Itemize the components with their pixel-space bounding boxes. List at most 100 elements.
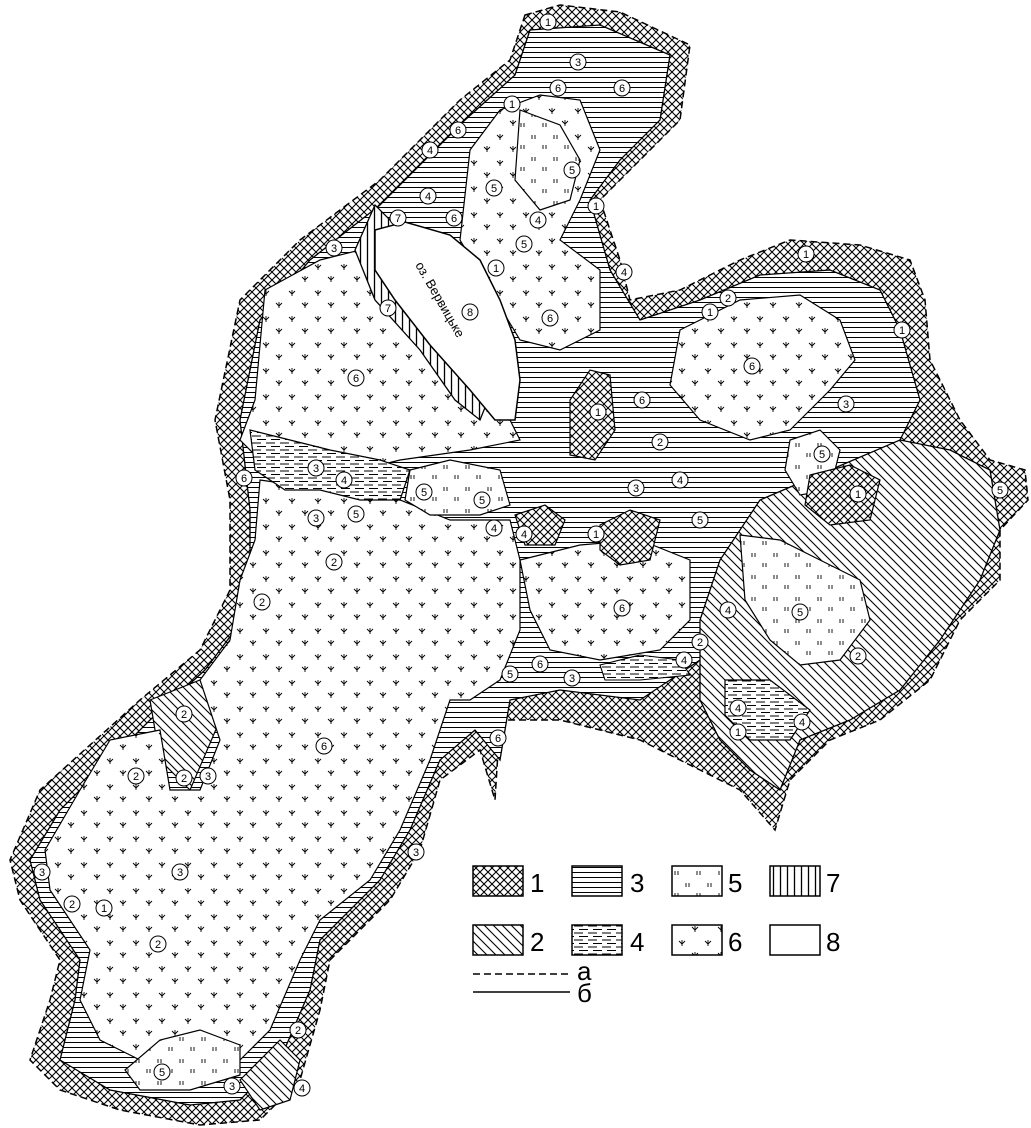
zone-badge-number: 6 [619, 603, 625, 615]
zone-badge-number: 6 [455, 125, 461, 137]
zone-badge: 3 [33, 863, 51, 881]
zone-badge: 5 [415, 483, 433, 501]
zone-badge: 2 [63, 895, 81, 913]
zone-4-strip [599, 654, 691, 681]
zone-5-east [739, 534, 871, 666]
zone-badge-number: 1 [493, 263, 499, 275]
legend-label: 5 [728, 868, 742, 898]
zone-badge: 2 [253, 593, 271, 611]
zone-badge-number: 5 [569, 165, 575, 177]
zone-badge-number: 4 [491, 523, 497, 535]
zone-badge-number: 2 [69, 899, 75, 911]
zone-badge-number: 4 [799, 717, 805, 729]
legend-item-1: 1 [472, 865, 544, 898]
zone-badge: 4 [335, 471, 353, 489]
zone-badge-number: 1 [593, 529, 599, 541]
zone-badge: 6 [449, 121, 467, 139]
zone-badge: 6 [633, 391, 651, 409]
zone-6-northeast [669, 294, 856, 441]
zone-badge-number: 1 [101, 903, 107, 915]
zone-badge: 2 [849, 647, 867, 665]
zone-badge: 3 [407, 843, 425, 861]
zone-badge: 4 [719, 601, 737, 619]
zone-badge: 3 [199, 767, 217, 785]
legend-item-4: 4 [571, 924, 644, 957]
zone-badge-number: 1 [545, 17, 551, 29]
legend-item-2: 2 [472, 924, 544, 957]
zone-badge: 1 [589, 403, 607, 421]
legend-line-solid: б [473, 978, 592, 1008]
zone-badge: 2 [127, 767, 145, 785]
zone-badge: 5 [563, 161, 581, 179]
zone-badge: 6 [613, 599, 631, 617]
zone-badge: 5 [991, 481, 1009, 499]
zone-badge: 2 [289, 1021, 307, 1039]
zone-badge-number: 3 [205, 771, 211, 783]
zone-badge: 5 [515, 235, 533, 253]
zone-badge-number: 4 [725, 605, 731, 617]
zone-6-center [519, 539, 691, 661]
zone-badge-number: 3 [229, 1081, 235, 1093]
zone-badge-number: 4 [677, 475, 683, 487]
zone-badge: 2 [175, 705, 193, 723]
zone-badge-number: 6 [619, 83, 625, 95]
zone-badge: 4 [419, 187, 437, 205]
zone-badge: 3 [307, 459, 325, 477]
zone-badge-number: 6 [451, 213, 457, 225]
zone-badge: 1 [729, 723, 747, 741]
zone-badge: 4 [675, 651, 693, 669]
zone-badge-number: 4 [341, 475, 347, 487]
zone-badge: 2 [325, 553, 343, 571]
zone-badge-number: 5 [521, 239, 527, 251]
zone-badge-number: 2 [155, 939, 161, 951]
zone-badge: 4 [421, 141, 439, 159]
zone-4-east [724, 679, 811, 741]
legend-label: 8 [826, 927, 840, 957]
legend-item-8: 8 [769, 924, 840, 957]
zone-badge-number: 1 [855, 489, 861, 501]
zone-badge: 6 [315, 737, 333, 755]
zone-badge-number: 1 [735, 727, 741, 739]
lake [374, 221, 521, 421]
zone-badge: 3 [569, 53, 587, 71]
zone-badge-number: 2 [181, 773, 187, 785]
zone-badge-number: 5 [697, 515, 703, 527]
zone-badge-number: 6 [749, 361, 755, 373]
zone-badge: 1 [849, 485, 867, 503]
legend-item-7: 7 [769, 865, 840, 898]
zone-badge: 6 [531, 655, 549, 673]
zone-badge-number: 2 [133, 771, 139, 783]
zone-5-north [514, 109, 581, 211]
zone-badge-number: 4 [427, 145, 433, 157]
zone-badge-number: 6 [495, 733, 501, 745]
zone-1-island-b [599, 509, 661, 566]
zone-badge-number: 5 [507, 669, 513, 681]
zone-badge-number: 3 [413, 847, 419, 859]
legend-label: 4 [630, 927, 644, 957]
zone-badge-number: 6 [537, 659, 543, 671]
zone-badge-number: 2 [181, 709, 187, 721]
zone-badge-number: 1 [707, 307, 713, 319]
zone-badge: 4 [615, 263, 633, 281]
zone-badge-number: 2 [259, 597, 265, 609]
zone-badge: 5 [813, 445, 831, 463]
zone-badge-number: 5 [819, 449, 825, 461]
zone-badge-number: 6 [353, 373, 359, 385]
zone-badge-number: 2 [697, 637, 703, 649]
zone-badge: 2 [149, 935, 167, 953]
zone-4-west [249, 429, 411, 501]
zone-badge: 8 [461, 303, 479, 321]
legend: 1 3 5 7 2 4 6 8 [472, 865, 840, 1008]
zone-badge: 3 [307, 509, 325, 527]
zone-badge-number: 3 [575, 57, 581, 69]
zone-badge-number: 6 [321, 741, 327, 753]
zone-badge: 1 [95, 899, 113, 917]
zone-badge-number: 4 [621, 267, 627, 279]
legend-label: 1 [530, 868, 544, 898]
zone-badge-number: 4 [735, 703, 741, 715]
zone-badge: 3 [837, 395, 855, 413]
zone-5-south [124, 1029, 241, 1091]
zone-badge-number: 1 [803, 249, 809, 261]
zone-badge: 4 [729, 699, 747, 717]
